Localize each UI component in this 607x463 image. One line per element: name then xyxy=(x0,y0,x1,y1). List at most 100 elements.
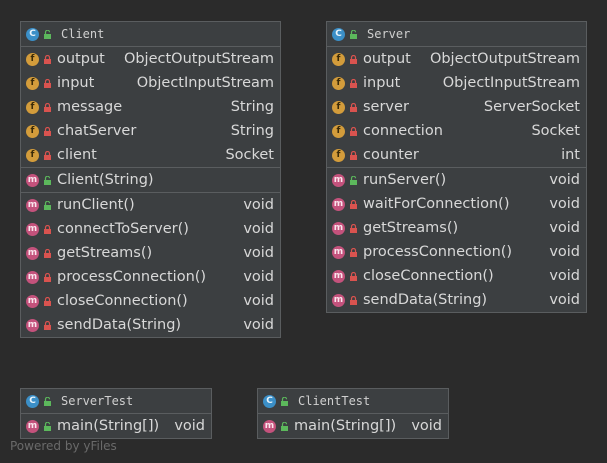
private-lock-icon xyxy=(350,271,357,281)
public-lock-icon xyxy=(44,175,51,185)
field-type: Socket xyxy=(531,123,580,139)
method-row[interactable]: m sendData(String) void xyxy=(21,313,280,337)
method-icon: m xyxy=(26,173,39,187)
field-type: Socket xyxy=(225,147,274,163)
class-server[interactable]: C Server f output ObjectOutputStream f i… xyxy=(326,21,587,313)
method-type: void xyxy=(243,317,274,333)
field-row[interactable]: f connection Socket xyxy=(327,119,586,143)
public-lock-icon xyxy=(350,29,357,39)
public-lock-icon xyxy=(44,396,51,406)
private-lock-icon xyxy=(44,320,51,330)
field-row[interactable]: f client Socket xyxy=(21,143,280,167)
field-row[interactable]: f counter int xyxy=(327,143,586,167)
method-row[interactable]: m connectToServer() void xyxy=(21,217,280,241)
field-name: output xyxy=(363,51,411,67)
method-row[interactable]: m sendData(String) void xyxy=(327,288,586,312)
method-row[interactable]: m processConnection() void xyxy=(327,240,586,264)
method-row[interactable]: m runServer() void xyxy=(327,168,586,192)
method-type: void xyxy=(243,269,274,285)
field-name: counter xyxy=(363,147,419,163)
method-icon: m xyxy=(26,270,39,284)
field-name: input xyxy=(57,75,95,91)
method-type: void xyxy=(243,221,274,237)
method-type: void xyxy=(243,197,274,213)
method-row[interactable]: m closeConnection() void xyxy=(327,264,586,288)
field-type: ObjectInputStream xyxy=(442,75,580,91)
method-icon: m xyxy=(263,419,276,433)
method-row[interactable]: m processConnection() void xyxy=(21,265,280,289)
methods-section: m runServer() void m waitForConnection()… xyxy=(327,168,586,312)
field-name: chatServer xyxy=(57,123,137,139)
field-type: ObjectInputStream xyxy=(136,75,274,91)
method-type: void xyxy=(549,172,580,188)
method-name: closeConnection() xyxy=(363,268,494,284)
public-lock-icon xyxy=(44,29,51,39)
constructor-row[interactable]: m Client(String) xyxy=(21,168,280,192)
field-name: input xyxy=(363,75,401,91)
fields-section: f output ObjectOutputStream f input Obje… xyxy=(21,47,280,168)
class-client[interactable]: C Client f output ObjectOutputStream f i… xyxy=(20,21,281,338)
class-server-test[interactable]: C ServerTest m main(String[]) void xyxy=(20,388,212,439)
method-row[interactable]: m main(String[]) void xyxy=(258,414,448,438)
method-icon: m xyxy=(26,294,39,308)
method-icon: m xyxy=(26,318,39,332)
method-type: void xyxy=(549,220,580,236)
method-name: connectToServer() xyxy=(57,221,189,237)
field-icon: f xyxy=(26,148,39,162)
method-row[interactable]: m getStreams() void xyxy=(327,216,586,240)
private-lock-icon xyxy=(350,78,357,88)
method-icon: m xyxy=(26,419,39,433)
class-client-test[interactable]: C ClientTest m main(String[]) void xyxy=(257,388,449,439)
field-row[interactable]: f server ServerSocket xyxy=(327,95,586,119)
class-header: C ServerTest xyxy=(21,389,211,414)
method-type: void xyxy=(549,292,580,308)
method-name: runServer() xyxy=(363,172,447,188)
field-type: String xyxy=(230,123,274,139)
method-type: void xyxy=(549,268,580,284)
method-icon: m xyxy=(332,269,345,283)
field-type: ObjectOutputStream xyxy=(429,51,580,67)
field-row[interactable]: f input ObjectInputStream xyxy=(327,71,586,95)
field-row[interactable]: f output ObjectOutputStream xyxy=(21,47,280,71)
field-name: message xyxy=(57,99,123,115)
private-lock-icon xyxy=(44,78,51,88)
private-lock-icon xyxy=(350,150,357,160)
field-name: client xyxy=(57,147,97,163)
method-type: void xyxy=(243,293,274,309)
class-header: C Client xyxy=(21,22,280,47)
powered-by-watermark: Powered by yFiles xyxy=(10,439,117,453)
private-lock-icon xyxy=(44,248,51,258)
private-lock-icon xyxy=(44,150,51,160)
class-name: ClientTest xyxy=(298,394,371,408)
method-name: getStreams() xyxy=(363,220,459,236)
fields-section: f output ObjectOutputStream f input Obje… xyxy=(327,47,586,168)
method-row[interactable]: m closeConnection() void xyxy=(21,289,280,313)
field-type: String xyxy=(230,99,274,115)
class-name: Server xyxy=(367,27,411,41)
method-name: closeConnection() xyxy=(57,293,188,309)
method-row[interactable]: m waitForConnection() void xyxy=(327,192,586,216)
field-row[interactable]: f input ObjectInputStream xyxy=(21,71,280,95)
class-icon: C xyxy=(26,27,39,41)
field-icon: f xyxy=(332,76,345,90)
method-icon: m xyxy=(332,173,345,187)
method-row[interactable]: m runClient() void xyxy=(21,193,280,217)
class-header: C Server xyxy=(327,22,586,47)
method-row[interactable]: m main(String[]) void xyxy=(21,414,211,438)
field-row[interactable]: f chatServer String xyxy=(21,119,280,143)
field-icon: f xyxy=(332,52,345,66)
field-icon: f xyxy=(332,124,345,138)
private-lock-icon xyxy=(350,199,357,209)
method-name: processConnection() xyxy=(363,244,513,260)
class-name: Client xyxy=(61,27,105,41)
field-row[interactable]: f message String xyxy=(21,95,280,119)
method-name: processConnection() xyxy=(57,269,207,285)
method-type: void xyxy=(549,196,580,212)
private-lock-icon xyxy=(350,247,357,257)
method-row[interactable]: m getStreams() void xyxy=(21,241,280,265)
private-lock-icon xyxy=(350,102,357,112)
method-type: void xyxy=(411,418,442,434)
field-row[interactable]: f output ObjectOutputStream xyxy=(327,47,586,71)
method-type: void xyxy=(549,244,580,260)
private-lock-icon xyxy=(44,102,51,112)
